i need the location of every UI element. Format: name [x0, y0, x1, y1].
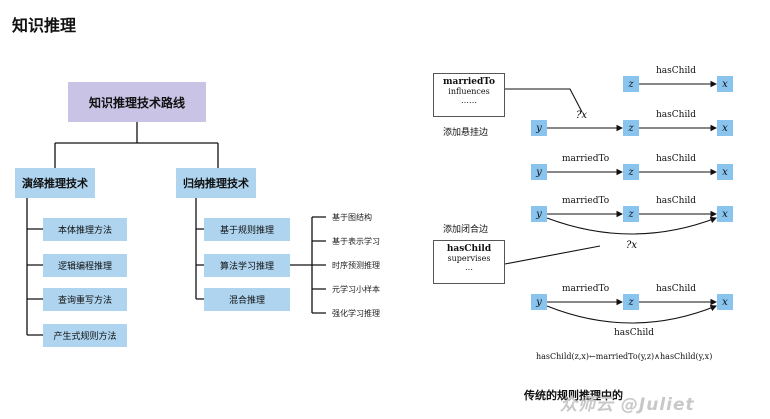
node-y: y [531, 164, 547, 180]
node-x: x [717, 120, 733, 136]
relation-card-married: marriedTo influences …… [433, 73, 505, 117]
node-y: y [531, 206, 547, 222]
edge-label: hasChild [656, 66, 696, 76]
card-line: supervises [447, 254, 491, 263]
edge-label: hasChild [656, 110, 696, 120]
learning-method: 基于表示学习 [332, 237, 380, 246]
watermark: 众师云 @Juliet [560, 395, 695, 415]
rule-formula: hasChild(z,x)←marriedTo(y,z)∧hasChild(y,… [536, 352, 713, 361]
node-x: x [717, 206, 733, 222]
card-title: marriedTo [443, 77, 495, 87]
node-z: z [623, 76, 639, 92]
node-y: y [531, 120, 547, 136]
relation-card-haschild: hasChild supervises … [433, 240, 505, 284]
edge-label: marriedTo [562, 154, 610, 164]
node-y: y [531, 294, 547, 310]
edge-label: marriedTo [562, 284, 610, 294]
learning-method: 时序预测推理 [332, 261, 380, 270]
footer-text: 传统的规则推理中的 [524, 389, 623, 402]
edge-label: hasChild [656, 284, 696, 294]
card-line: influences [448, 87, 490, 96]
node-z: z [623, 120, 639, 136]
caption-closing: 添加闭合边 [443, 225, 489, 235]
inductive-node: 归纳推理技术 [176, 168, 256, 198]
node-x: x [717, 76, 733, 92]
inductive-leaf: 算法学习推理 [204, 254, 290, 277]
card-line: … [465, 263, 473, 272]
edge-label: hasChild [656, 196, 696, 206]
page-title: 知识推理 [12, 16, 77, 35]
query-mark: ?x [626, 240, 638, 251]
deductive-leaf: 本体推理方法 [43, 218, 127, 241]
learning-method: 元学习小样本 [332, 285, 380, 294]
root-node: 知识推理技术路线 [68, 82, 206, 122]
deductive-node: 演绎推理技术 [15, 168, 95, 198]
learning-method: 基于图结构 [332, 213, 372, 222]
node-z: z [623, 206, 639, 222]
deductive-leaf: 查询重写方法 [43, 288, 127, 311]
deductive-leaf: 产生式规则方法 [43, 324, 127, 347]
card-title: hasChild [446, 244, 492, 254]
caption-dangling: 添加悬挂边 [443, 128, 489, 138]
node-x: x [717, 164, 733, 180]
edge-arrow-curved [546, 305, 718, 324]
learning-method: 强化学习推理 [332, 309, 380, 318]
inductive-leaf: 混合推理 [204, 288, 290, 311]
edge-label: marriedTo [562, 196, 610, 206]
inductive-leaf: 基于规则推理 [204, 218, 290, 241]
edge-label: hasChild [656, 154, 696, 164]
query-mark: ?x [576, 110, 588, 121]
edge-arrow-curved [546, 216, 718, 235]
node-z: z [623, 294, 639, 310]
edge-label: hasChild [614, 328, 654, 338]
card-line: …… [461, 96, 477, 105]
node-z: z [623, 164, 639, 180]
node-x: x [717, 294, 733, 310]
deductive-leaf: 逻辑编程推理 [43, 254, 127, 277]
